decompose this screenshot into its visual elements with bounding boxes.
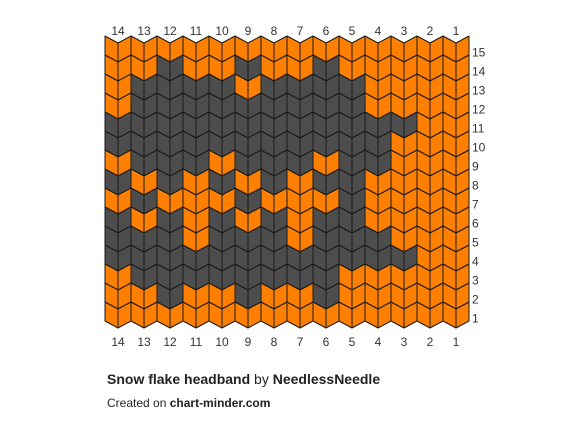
column-label: 12 <box>163 335 177 349</box>
row-label: 15 <box>472 46 486 60</box>
row-label: 10 <box>472 141 486 155</box>
stitch-right-half <box>455 301 470 329</box>
column-label: 13 <box>137 24 151 38</box>
row-label: 8 <box>472 179 479 193</box>
row-label: 11 <box>472 122 485 136</box>
row-label: 1 <box>472 312 479 326</box>
pattern-author: NeedlessNeedle <box>272 371 381 387</box>
column-label: 10 <box>215 24 229 38</box>
column-label: 5 <box>349 24 356 38</box>
column-label: 6 <box>323 335 330 349</box>
row-labels-right: 15 14 13 12 11 10 9 8 7 6 5 4 3 2 1 <box>472 46 486 326</box>
column-label: 9 <box>245 335 252 349</box>
column-label: 14 <box>111 24 125 38</box>
column-label: 5 <box>349 335 356 349</box>
row-label: 9 <box>472 160 479 174</box>
column-label: 8 <box>271 335 278 349</box>
column-label: 2 <box>427 335 434 349</box>
credit-line: Created on chart-minder.com <box>107 396 270 410</box>
row-label: 7 <box>472 198 479 212</box>
row-label: 3 <box>472 274 479 288</box>
column-label: 3 <box>401 335 408 349</box>
column-label: 8 <box>271 24 278 38</box>
column-label: 4 <box>375 24 382 38</box>
pattern-title: Snow flake headband <box>107 371 251 387</box>
row-label: 4 <box>472 255 479 269</box>
column-labels-bottom: 14 13 12 11 10 9 8 7 6 5 4 3 2 1 <box>111 335 459 349</box>
column-labels-top: 14 13 12 11 10 9 8 7 6 5 4 3 2 1 <box>111 24 459 38</box>
row-label: 6 <box>472 217 479 231</box>
column-label: 14 <box>111 335 125 349</box>
column-label: 7 <box>297 335 304 349</box>
row-label: 5 <box>472 236 479 250</box>
column-label: 12 <box>163 24 177 38</box>
site-link[interactable]: chart-minder.com <box>169 396 271 410</box>
created-on-label: Created on <box>107 396 167 410</box>
column-label: 9 <box>245 24 252 38</box>
column-label: 6 <box>323 24 330 38</box>
column-label: 2 <box>427 24 434 38</box>
row-label: 13 <box>472 84 486 98</box>
stitch-grid <box>104 35 470 329</box>
column-label: 1 <box>453 335 460 349</box>
column-label: 10 <box>215 335 229 349</box>
column-label: 3 <box>401 24 408 38</box>
row-label: 14 <box>472 65 486 79</box>
column-label: 1 <box>453 24 460 38</box>
column-label: 13 <box>137 335 151 349</box>
row-label: 12 <box>472 103 486 117</box>
by-word: by <box>254 371 269 387</box>
pattern-title-line: Snow flake headband by NeedlessNeedle <box>107 371 380 387</box>
column-label: 11 <box>190 335 203 349</box>
column-label: 11 <box>190 24 203 38</box>
column-label: 4 <box>375 335 382 349</box>
row-label: 2 <box>472 293 479 307</box>
column-label: 7 <box>297 24 304 38</box>
